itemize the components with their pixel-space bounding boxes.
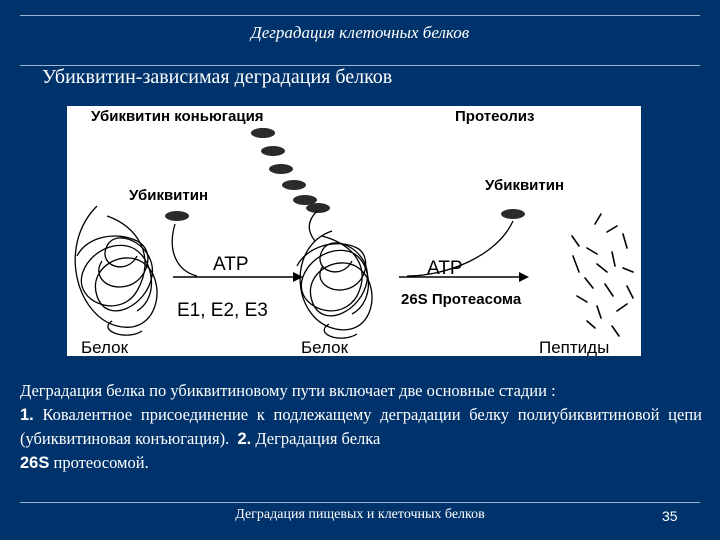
step1-number: 1. <box>20 406 34 424</box>
protein-tangle-middle-icon <box>296 210 373 339</box>
label-atp-right: ATP <box>427 258 463 279</box>
footer-title: Деградация пищевых и клеточных белков <box>235 507 485 522</box>
label-ubiquitin-left: Убиквитин <box>129 187 208 204</box>
description-text: Деградация белка по убиквитиновому пути … <box>20 379 702 475</box>
label-proteolysis: Протеолиз <box>455 108 534 125</box>
label-ubiquitin-right: Убиквитин <box>485 177 564 194</box>
chain-ubiquitin-2 <box>261 146 285 156</box>
label-protein-left: Белок <box>81 338 129 356</box>
label-ubiquitin-conjugation: Убиквитин коньюгация <box>91 108 264 125</box>
step2-number: 2. <box>237 430 252 448</box>
label-enzymes: E1, E2, E3 <box>177 300 268 321</box>
label-protein-right: Белок <box>301 338 349 356</box>
ubiquitin-left-icon <box>165 211 189 221</box>
step2-text: Деградация белка <box>251 429 381 448</box>
ubiquitin-right-icon <box>501 209 525 219</box>
step1-text: Ковалентное присоединение к подлежащему … <box>20 405 702 448</box>
chain-ubiquitin-5 <box>293 195 317 205</box>
slide-subtitle: Убиквитин-зависимая деградация белков <box>42 66 393 88</box>
ubiquitin-join-arrow-left <box>171 223 198 277</box>
chain-ubiquitin-6 <box>306 203 330 213</box>
label-atp-left: ATP <box>213 254 249 275</box>
protein-tangle-left-icon <box>74 205 158 336</box>
reaction-arrow-right <box>399 272 529 282</box>
chain-ubiquitin-1 <box>251 128 275 138</box>
ubiquitin-release-arrow-right <box>406 220 514 277</box>
peptide-fragments-icon <box>571 213 634 337</box>
footer-divider <box>20 502 700 503</box>
polyubiquitin-chain <box>251 128 330 213</box>
reaction-arrow-left <box>173 272 303 282</box>
ubiquitin-degradation-diagram: Убиквитин коньюгация Протеолиз Убиквитин… <box>67 106 641 356</box>
header-title: Деградация клеточных белков <box>250 23 470 42</box>
chain-ubiquitin-4 <box>282 180 306 190</box>
step2-end: протеосомой. <box>49 453 149 472</box>
label-peptides: Пептиды <box>539 338 609 356</box>
label-proteasome: 26S Протеасома <box>401 291 522 308</box>
header-divider-top <box>20 15 700 16</box>
chain-ubiquitin-3 <box>269 164 293 174</box>
page-number: 35 <box>662 508 678 524</box>
step2-bold: 26S <box>20 454 50 472</box>
header-divider-bottom <box>20 65 700 66</box>
description-intro: Деградация белка по убиквитиновому пути … <box>20 381 556 400</box>
